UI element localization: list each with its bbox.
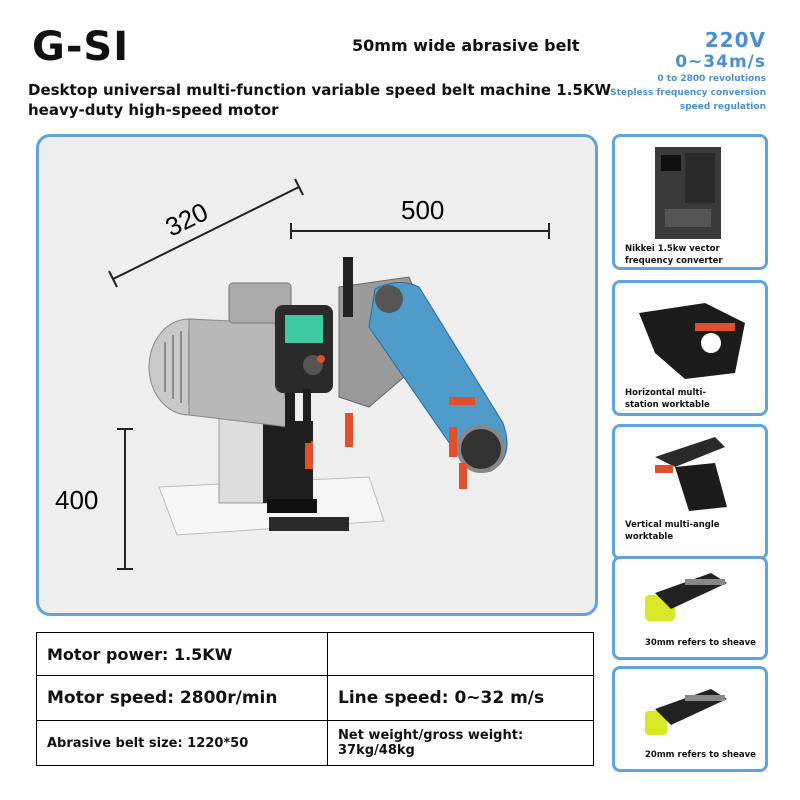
voltage-label: 220V <box>704 28 766 52</box>
accessory-caption: Horizontal multi-station worktable <box>625 388 710 410</box>
spec-table: Motor power: 1.5KW Motor speed: 2800r/mi… <box>36 632 594 766</box>
accessory-caption: 20mm refers to sheave <box>645 750 756 760</box>
drive-wheel <box>457 425 505 473</box>
speed-range-label: 0~34m/s <box>675 52 766 72</box>
adjustment-handles <box>305 397 475 489</box>
table-row: Abrasive belt size: 1220*50 Net weight/g… <box>36 720 594 766</box>
table-row: Motor speed: 2800r/min Line speed: 0~32 … <box>36 675 594 721</box>
regulation-label-2: speed regulation <box>679 102 766 112</box>
frequency-converter-image <box>655 147 721 239</box>
vertical-worktable-image <box>655 437 727 511</box>
sheave-30mm-image <box>645 573 727 621</box>
dim-length-label: 500 <box>401 195 444 225</box>
dim-height-label: 400 <box>55 485 98 515</box>
belt-machine-illustration: 320 500 400 <box>55 178 550 570</box>
label-sticker <box>269 517 349 531</box>
motor-speed-cell: Motor speed: 2800r/min <box>36 675 328 721</box>
motor-power-cell: Motor power: 1.5KW <box>36 632 328 676</box>
belt-size-cell: Abrasive belt size: 1220*50 <box>36 720 328 766</box>
revolutions-label: 0 to 2800 revolutions <box>657 74 766 84</box>
product-subtitle: Desktop universal multi-function variabl… <box>28 81 612 119</box>
accessory-horizontal-worktable: Horizontal multi-station worktable <box>612 280 768 416</box>
accessory-sheave-20mm: 20mm refers to sheave <box>612 666 768 772</box>
horizontal-worktable-image <box>639 303 745 379</box>
dim-width-label: 320 <box>160 196 212 242</box>
spec-summary: 220V 0~34m/s 0 to 2800 revolutions Stepl… <box>610 28 766 114</box>
motor-body <box>188 318 290 428</box>
product-image-panel: 320 500 400 <box>36 134 598 616</box>
line-speed-cell: Line speed: 0~32 m/s <box>327 675 594 721</box>
accessory-caption: 30mm refers to sheave <box>645 638 756 648</box>
regulation-label-1: Stepless frequency conversion <box>610 88 766 98</box>
weight-cell: Net weight/gross weight: 37kg/48kg <box>327 720 594 766</box>
controller-display <box>285 315 323 343</box>
brand-logo: G-SI <box>32 24 130 70</box>
accessory-sheave-30mm: 30mm refers to sheave <box>612 556 768 660</box>
sheave-20mm-image <box>645 689 727 735</box>
belt-width-title: 50mm wide abrasive belt <box>352 36 580 55</box>
tension-lever <box>343 257 353 317</box>
table-row: Motor power: 1.5KW <box>36 632 594 676</box>
dimension-lines <box>108 178 550 570</box>
empty-cell <box>327 632 594 676</box>
